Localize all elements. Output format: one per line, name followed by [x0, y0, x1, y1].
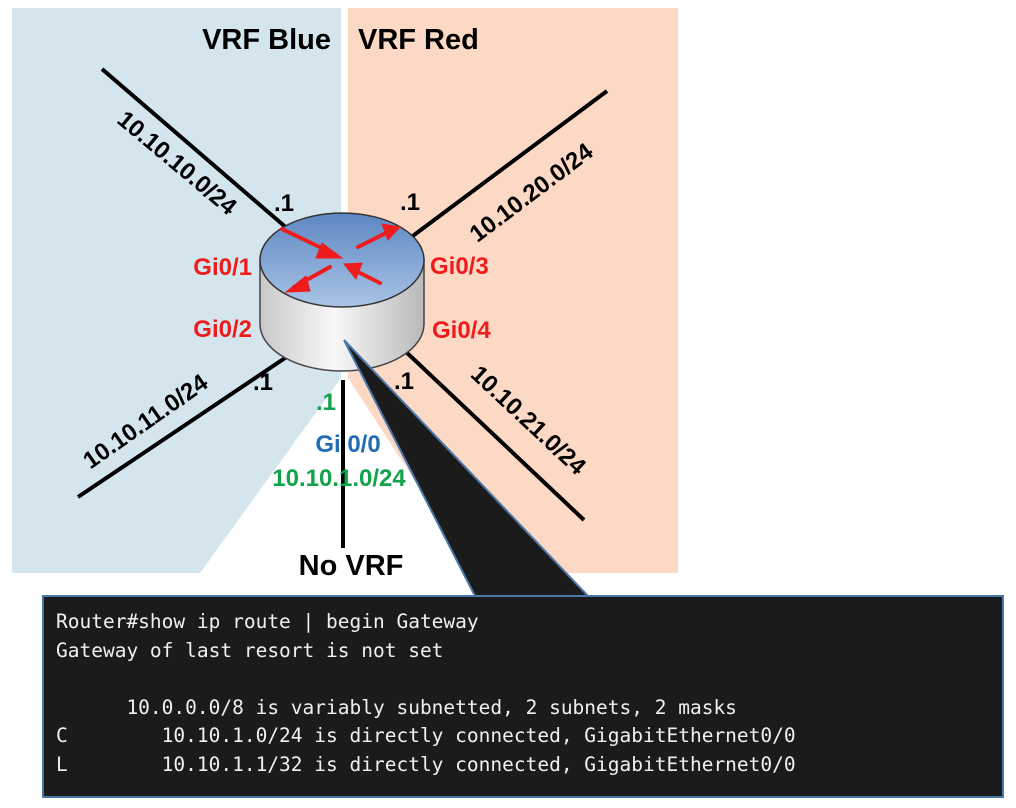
interface-label-gi0-4: Gi0/4 [432, 317, 491, 344]
subnet-label-gi0-0: 10.10.1.0/24 [272, 465, 406, 492]
host-label-gi0-0: .1 [316, 389, 336, 416]
link-line-gi0-3 [400, 89, 609, 246]
interface-label-gi0-1: Gi0/1 [193, 254, 252, 281]
terminal-line: Router#show ip route | begin Gateway [56, 610, 479, 633]
host-label-gi0-1: .1 [274, 190, 294, 217]
terminal-line [56, 665, 1002, 694]
link-line-gi0-4 [402, 348, 586, 522]
interface-label-gi0-0: Gi 0/0 [315, 431, 380, 458]
no-vrf-title: No VRF [299, 550, 404, 582]
interface-label-gi0-2: Gi0/2 [193, 316, 252, 343]
vrf-red-title: VRF Red [358, 24, 479, 56]
host-label-gi0-3: .1 [400, 189, 420, 216]
interface-label-gi0-3: Gi0/3 [430, 253, 489, 280]
link-line-gi0-2 [76, 354, 290, 499]
vrf-blue-title: VRF Blue [202, 24, 331, 56]
host-label-gi0-2: .1 [253, 369, 273, 396]
terminal-line: Gateway of last resort is not set [56, 638, 444, 662]
host-label-gi0-4: .1 [394, 368, 414, 395]
terminal-line: C 10.10.1.0/24 is directly connected, Gi… [56, 724, 796, 748]
router-icon [259, 212, 425, 372]
terminal-line: L 10.10.1.1/32 is directly connected, Gi… [56, 752, 796, 776]
terminal-output: Router#show ip route | begin Gateway Gat… [42, 595, 1004, 798]
vrf-blue-zone [12, 8, 341, 573]
terminal-line: 10.0.0.0/8 is variably subnetted, 2 subn… [56, 695, 737, 719]
link-line-gi0-1 [100, 67, 298, 238]
